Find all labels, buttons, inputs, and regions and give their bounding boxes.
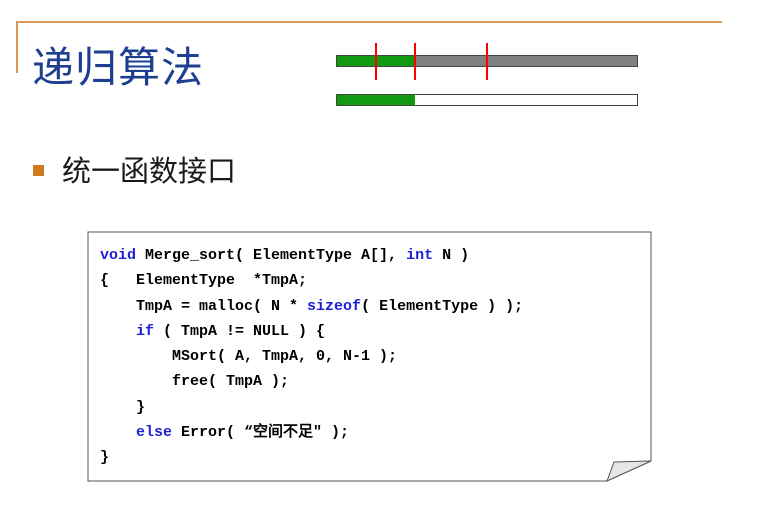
code-keyword: void: [100, 247, 137, 264]
code-line: { ElementType *TmpA;: [100, 268, 523, 293]
split-marker-2: [414, 43, 416, 80]
code-block: void Merge_sort( ElementType A[], int N …: [100, 243, 523, 471]
code-text: { ElementType *TmpA;: [100, 272, 308, 290]
code-keyword: else: [136, 424, 173, 442]
slide-title: 递归算法: [32, 43, 205, 92]
code-keyword: if: [136, 322, 155, 340]
code-keyword: int: [406, 247, 434, 264]
array-bar-bottom: [336, 94, 638, 106]
code-line: TmpA = malloc( N * sizeof( ElementType )…: [100, 294, 523, 319]
code-text: Merge_sort( ElementType A[],: [136, 247, 407, 264]
header-side-rule: [16, 21, 18, 73]
bullet-text: 统一函数接口: [62, 154, 237, 188]
page-curl-icon: [606, 460, 652, 482]
code-line: MSort( A, TmpA, 0, N-1 );: [100, 344, 523, 369]
code-keyword: sizeof: [307, 297, 362, 315]
code-line: }: [100, 445, 523, 470]
bullet-square-icon: [33, 165, 44, 176]
code-text: ( ElementType ) );: [361, 297, 524, 315]
code-line: if ( TmpA != NULL ) {: [100, 319, 523, 344]
code-text: [100, 424, 136, 441]
code-text: free( TmpA );: [100, 373, 290, 391]
split-marker-3: [486, 43, 488, 80]
code-text: Error( “空间不足" );: [172, 424, 350, 442]
code-text: [100, 323, 136, 340]
code-text: ( TmpA != NULL ) {: [154, 322, 326, 340]
code-line: }: [100, 395, 523, 420]
code-text: }: [100, 398, 146, 416]
header-rule: [16, 21, 722, 23]
split-marker-1: [375, 43, 377, 80]
code-text: MSort( A, TmpA, 0, N-1 );: [100, 348, 398, 366]
code-line: void Merge_sort( ElementType A[], int N …: [100, 243, 523, 268]
code-line: else Error( “空间不足" );: [100, 420, 523, 445]
array-bar-bottom-fill: [337, 95, 415, 105]
code-text: N ): [433, 247, 470, 264]
code-text: }: [100, 449, 110, 467]
code-text: TmpA = malloc( N *: [100, 297, 308, 315]
code-line: free( TmpA );: [100, 369, 523, 394]
